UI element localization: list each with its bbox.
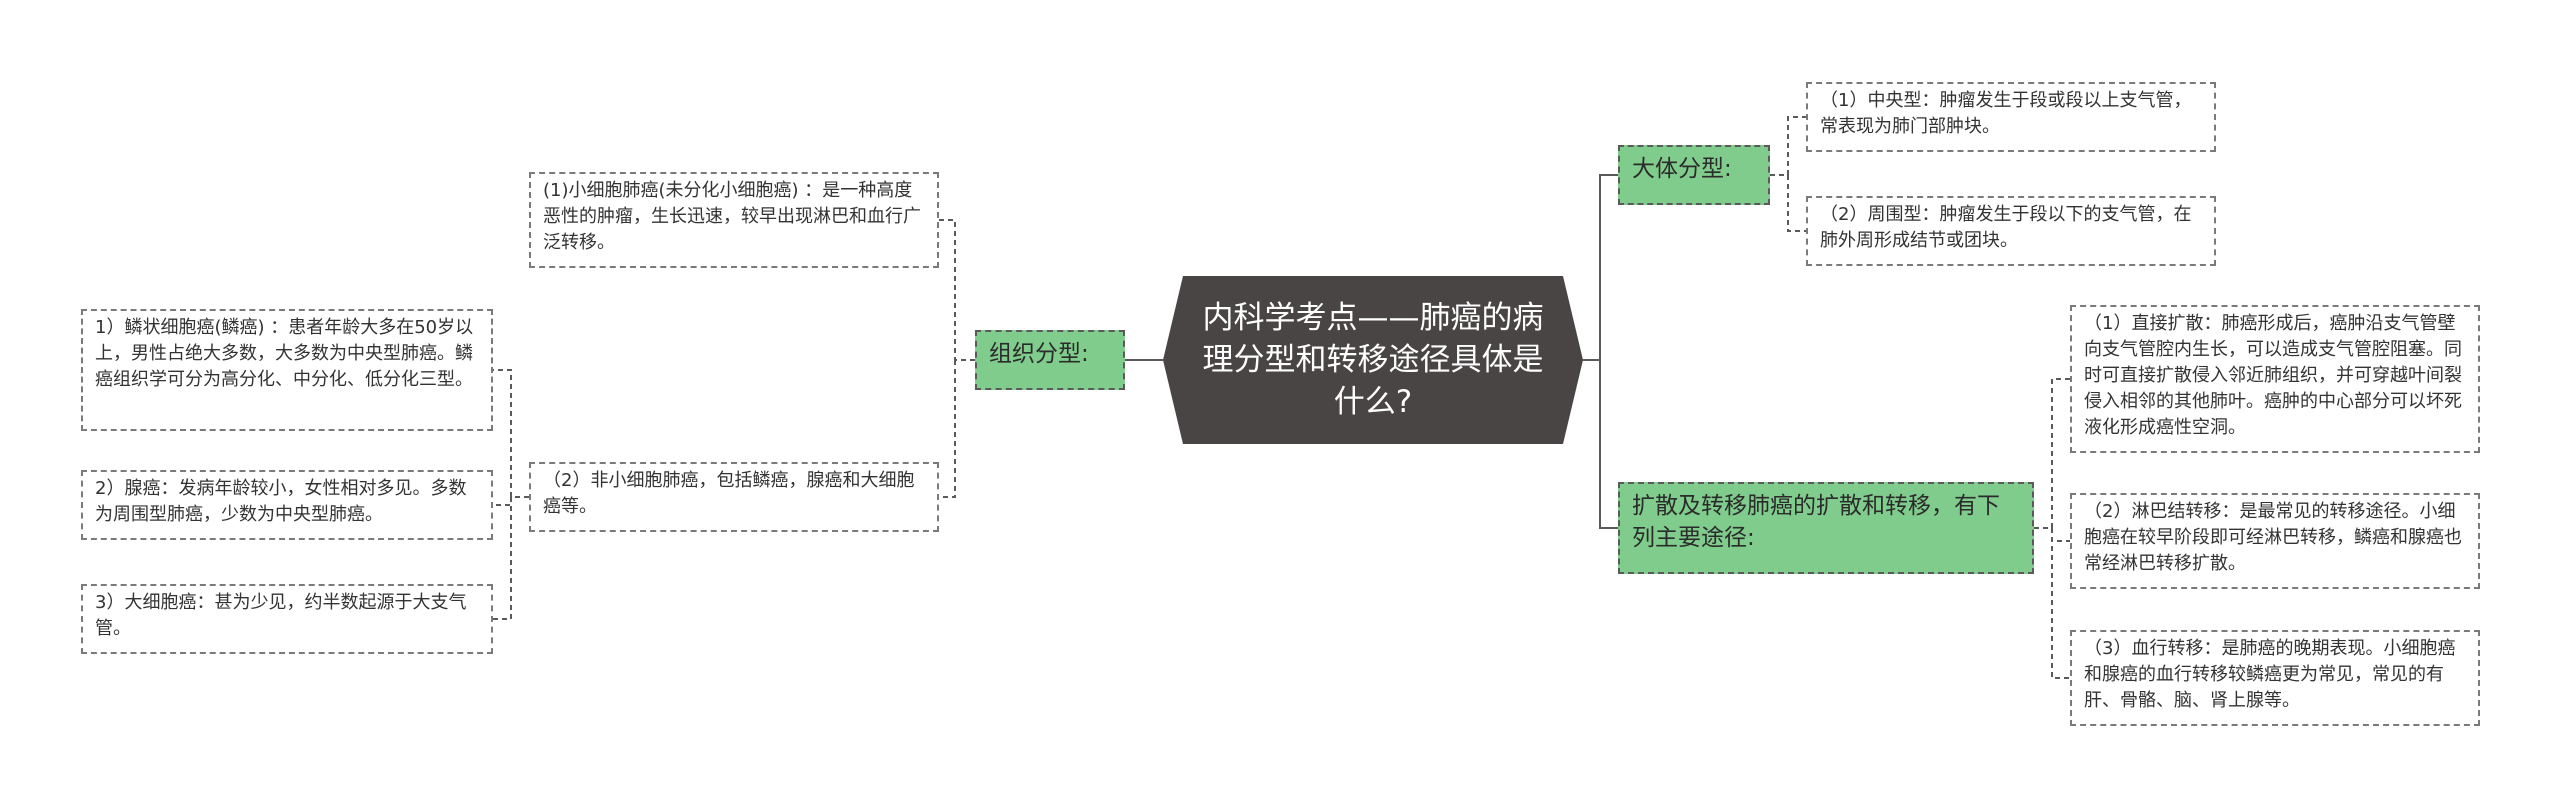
leaf-lymphatic-spread[interactable]: （2）淋巴结转移：是最常见的转移途径。小细胞癌在较早阶段即可经淋巴转移，鳞癌和腺… bbox=[2070, 493, 2480, 589]
connector-gross-central bbox=[1770, 116, 1806, 176]
leaf-non-small-cell-text: （2）非小细胞肺癌，包括鳞癌，腺癌和大细胞癌等。 bbox=[543, 470, 915, 517]
leaf-adenocarcinoma-text: 2）腺癌：发病年龄较小，女性相对多见。多数为周围型肺癌，少数为中央型肺癌。 bbox=[95, 478, 467, 525]
leaf-central-type-text: （1）中央型：肿瘤发生于段或段以上支气管，常表现为肺门部肿块。 bbox=[1820, 90, 2192, 137]
leaf-non-small-cell[interactable]: （2）非小细胞肺癌，包括鳞癌，腺癌和大细胞癌等。 bbox=[529, 462, 939, 532]
category-spread-label: 扩散及转移肺癌的扩散和转移，有下列主要途径: bbox=[1632, 493, 2000, 551]
leaf-peripheral-type-text: （2）周围型：肿瘤发生于段以下的支气管，在肺外周形成结节或团块。 bbox=[1820, 204, 2192, 251]
connector-gross-peripheral bbox=[1787, 175, 1806, 232]
leaf-central-type[interactable]: （1）中央型：肿瘤发生于段或段以上支气管，常表现为肺门部肿块。 bbox=[1806, 82, 2216, 152]
leaf-large-cell-text: 3）大细胞癌：甚为少见，约半数起源于大支气管。 bbox=[95, 592, 467, 639]
connector-nsc-squamous bbox=[493, 369, 529, 498]
connector-root-spread bbox=[1599, 360, 1618, 529]
leaf-adenocarcinoma[interactable]: 2）腺癌：发病年龄较小，女性相对多见。多数为周围型肺癌，少数为中央型肺癌。 bbox=[81, 470, 493, 540]
connector-nsc-adeno bbox=[493, 497, 512, 506]
category-tissue-type[interactable]: 组织分型: bbox=[975, 330, 1125, 390]
category-tissue-type-label: 组织分型: bbox=[989, 341, 1089, 367]
leaf-hematogenous-spread[interactable]: （3）血行转移：是肺癌的晚期表现。小细胞癌和腺癌的血行转移较鳞癌更为常见，常见的… bbox=[2070, 630, 2480, 726]
leaf-squamous[interactable]: 1）鳞状细胞癌(鳞癌) ：患者年龄大多在50岁以上，男性占绝大多数，大多数为中央… bbox=[81, 309, 493, 431]
root-title: 内科学考点——肺癌的病理分型和转移途径具体是什么? bbox=[1202, 300, 1544, 420]
leaf-squamous-text: 1）鳞状细胞癌(鳞癌) ：患者年龄大多在50岁以上，男性占绝大多数，大多数为中央… bbox=[95, 317, 474, 390]
leaf-hematogenous-spread-text: （3）血行转移：是肺癌的晚期表现。小细胞癌和腺癌的血行转移较鳞癌更为常见，常见的… bbox=[2084, 638, 2456, 711]
connector-root-gross bbox=[1583, 174, 1618, 361]
category-gross-type-label: 大体分型: bbox=[1632, 156, 1732, 182]
connector-tissue-non-small-cell bbox=[939, 360, 956, 498]
leaf-small-cell-text: (1)小细胞肺癌(未分化小细胞癌) ：是一种高度恶性的肿瘤，生长迅速，较早出现淋… bbox=[543, 180, 921, 253]
connector-spread-lymph bbox=[2051, 528, 2070, 542]
leaf-lymphatic-spread-text: （2）淋巴结转移：是最常见的转移途径。小细胞癌在较早阶段即可经淋巴转移，鳞癌和腺… bbox=[2084, 501, 2462, 574]
category-spread[interactable]: 扩散及转移肺癌的扩散和转移，有下列主要途径: bbox=[1618, 482, 2034, 574]
connector-spread-direct bbox=[2034, 378, 2070, 529]
connector-spread-blood bbox=[2051, 528, 2070, 679]
leaf-large-cell[interactable]: 3）大细胞癌：甚为少见，约半数起源于大支气管。 bbox=[81, 584, 493, 654]
leaf-direct-spread[interactable]: （1）直接扩散：肺癌形成后，癌肿沿支气管壁向支气管腔内生长，可以造成支气管腔阻塞… bbox=[2070, 305, 2480, 453]
connector-nsc-large-cell bbox=[493, 497, 512, 620]
leaf-peripheral-type[interactable]: （2）周围型：肿瘤发生于段以下的支气管，在肺外周形成结节或团块。 bbox=[1806, 196, 2216, 266]
leaf-small-cell[interactable]: (1)小细胞肺癌(未分化小细胞癌) ：是一种高度恶性的肿瘤，生长迅速，较早出现淋… bbox=[529, 172, 939, 268]
root-topic[interactable]: 内科学考点——肺癌的病理分型和转移途径具体是什么? bbox=[1163, 276, 1583, 444]
connector-tissue-small-cell bbox=[939, 219, 975, 361]
category-gross-type[interactable]: 大体分型: bbox=[1618, 145, 1770, 205]
leaf-direct-spread-text: （1）直接扩散：肺癌形成后，癌肿沿支气管壁向支气管腔内生长，可以造成支气管腔阻塞… bbox=[2084, 313, 2462, 438]
